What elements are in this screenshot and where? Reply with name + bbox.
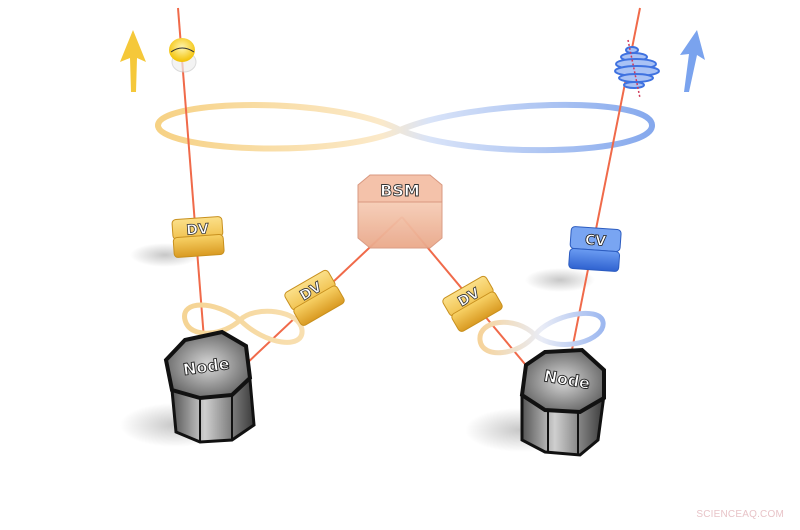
wave-packet-icon <box>614 39 660 99</box>
cv-module-right-top: CV <box>568 226 622 272</box>
dv-module-left-top: DV <box>171 216 225 258</box>
entanglement-loop-large <box>155 101 655 154</box>
dv-module-left-inner: DV <box>284 269 345 326</box>
entanglement-loop-right <box>477 310 606 356</box>
single-photon-icon <box>169 38 197 73</box>
svg-text:CV: CV <box>584 232 606 249</box>
watermark: SCIENCEAQ.COM <box>696 509 784 520</box>
up-arrow-yellow-icon <box>120 30 146 92</box>
svg-text:BSM: BSM <box>380 181 420 200</box>
svg-text:DV: DV <box>186 221 210 239</box>
up-arrow-blue-icon <box>680 30 705 92</box>
node-right: Node <box>519 347 606 457</box>
node-left: Node <box>163 329 256 444</box>
entanglement-loop-left <box>182 302 305 345</box>
dv-module-right-inner: DV <box>442 275 503 332</box>
bsm-module: BSM <box>357 174 443 249</box>
